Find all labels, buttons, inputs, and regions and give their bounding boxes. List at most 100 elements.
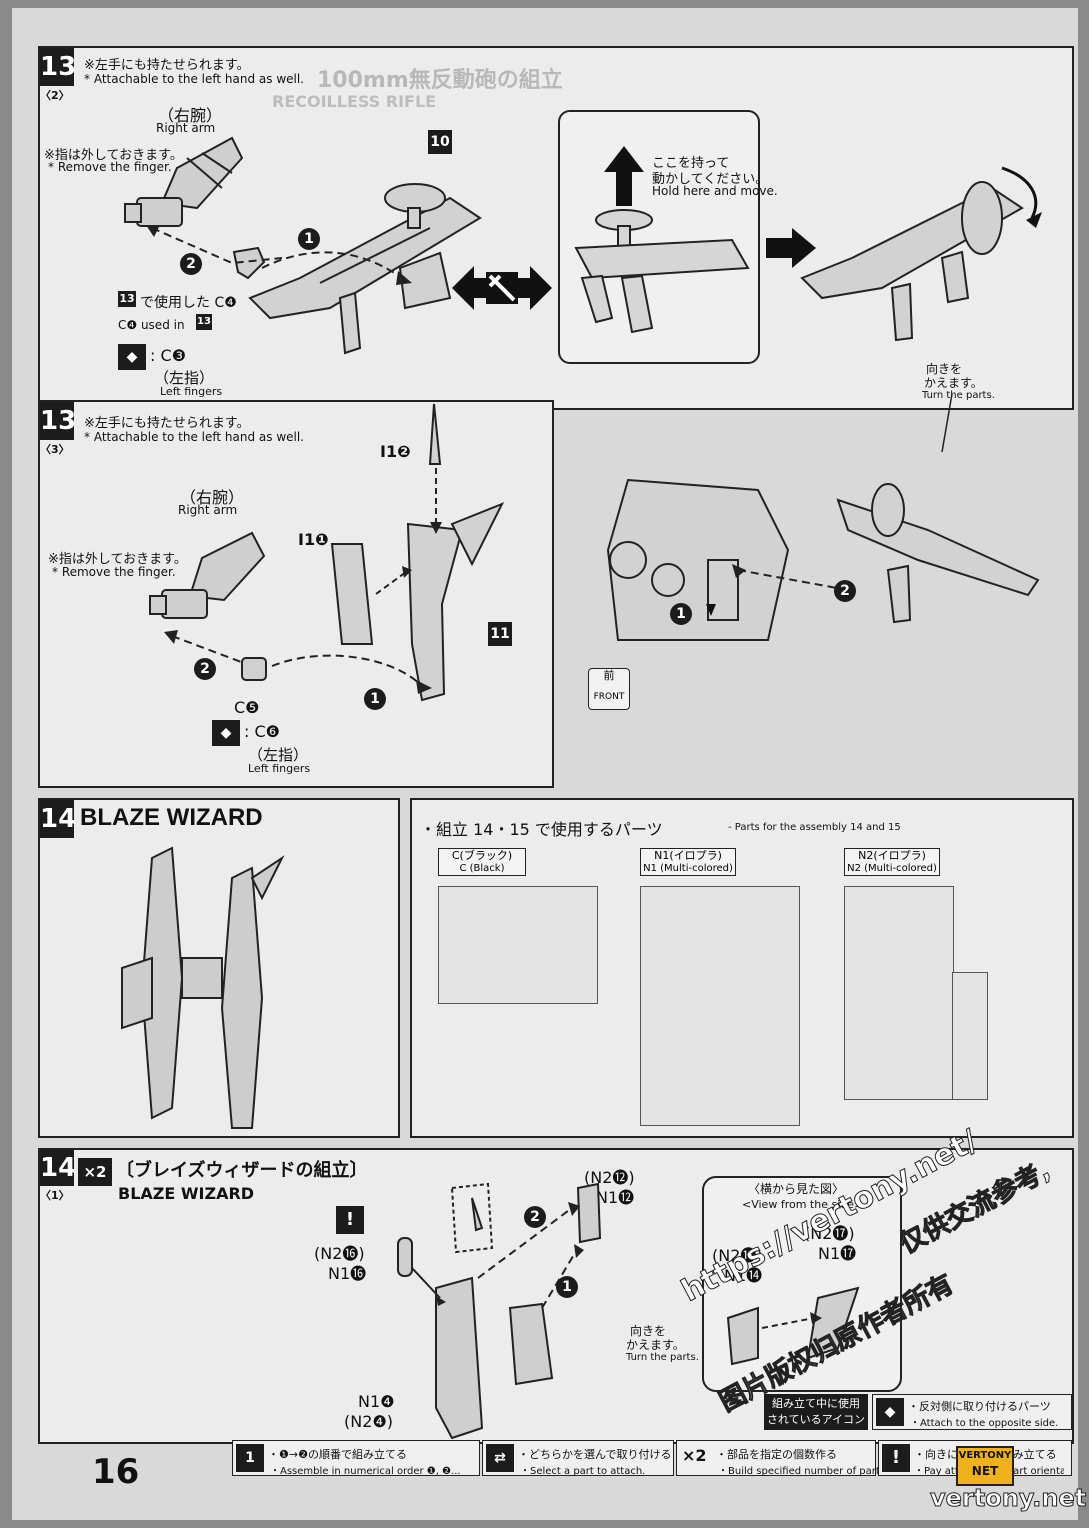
hand-part-c4 (232, 246, 266, 280)
left-fingers-en: Left fingers (160, 385, 223, 398)
faded-title: 100mm無反動砲の組立 (317, 68, 563, 93)
legend-multiplier (676, 1440, 876, 1476)
attach-left-en: * Attachable to the left hand as well. (84, 430, 304, 444)
step-14-1-title-jp: 〔ブレイズウィザードの組立〕 (116, 1160, 368, 1181)
step-number: 13 (40, 48, 76, 86)
label-n2-14: (N2⓮) (712, 1246, 763, 1265)
order-1-badge: 1 (670, 603, 692, 625)
step-13-2-panel (38, 46, 1074, 410)
right-arm-illustration (124, 136, 244, 227)
legend-choose-jp: ・どちらかを選んで取り付ける (518, 1448, 672, 1461)
legend-mult-jp: ・部品を指定の個数作る (716, 1448, 837, 1461)
label-n1-12: N1⓬ (596, 1188, 635, 1207)
right-arm-en: Right arm (156, 121, 216, 135)
substep-number: 〈3〉 (40, 443, 70, 456)
label-n2-17: (N2⓱) (804, 1224, 855, 1243)
right-arm-jp: （右腕） (180, 488, 245, 507)
blaze-wizard-illustration (121, 846, 285, 1129)
turn-parts-en: Turn the parts. (922, 390, 995, 401)
caution-icon: ! (336, 1206, 364, 1234)
front-jp: 前 (603, 669, 615, 682)
right-arm-jp: （右腕） (158, 106, 223, 125)
ref-step-box: 13 (118, 291, 136, 307)
turn-parts-jp-1: 向きを (630, 1324, 667, 1338)
turn-parts-jp-2: かえます。 (924, 376, 983, 390)
legend-choose-en: ・Select a part to attach. (520, 1466, 646, 1477)
opposite-side-icon: ◆ (212, 720, 240, 746)
step-14-1-title-en: BLAZE WIZARD (118, 1184, 255, 1203)
remove-finger-jp: ※指は外しておきます。 (44, 148, 183, 163)
substep-number: 〈2〉 (40, 89, 70, 102)
rifle-rotated-illustration (800, 166, 1042, 342)
side-view-jp: 〈横から見た図〉 (748, 1182, 845, 1196)
parts-heading-jp: ・組立 14・15 で使用するパーツ (420, 820, 663, 839)
attach-left-jp: ※左手にも持たせられます。 (84, 58, 250, 73)
runner-c-label: C(ブラック) C (Black) (438, 848, 526, 876)
left-fingers-jp: （左指） (248, 746, 309, 764)
side-view-illustration (726, 1286, 860, 1366)
runner-c-label-jp: C(ブラック) (451, 849, 513, 862)
legend-seq-jp: ・❶→❷の順番で組み立てる (268, 1448, 407, 1461)
wizard-assembly-illustration (397, 1182, 602, 1440)
runner-n2-label: N2(イロプラ) N2 (Multi-colored) (844, 848, 940, 876)
order-1-badge: 1 (364, 688, 386, 710)
order-1-badge: 1 (556, 1276, 578, 1298)
waist-mount-illustration (606, 478, 1040, 641)
alt-part-c3: : C❸ (150, 346, 186, 365)
left-fingers-en: Left fingers (248, 762, 311, 775)
turn-parts-en: Turn the parts. (626, 1352, 699, 1363)
next-arrow (766, 228, 816, 268)
manual-page: 13 〈2〉 ※左手にも持たせられます。 * Attachable to the… (12, 8, 1087, 1520)
hold-here-jp-1: ここを持って (652, 156, 730, 171)
front-icon: 前 FRONT (588, 668, 630, 710)
label-n2-16: (N2⓰) (314, 1244, 365, 1263)
grip-detail-illustration (574, 209, 750, 334)
attach-left-en: * Attachable to the left hand as well. (84, 72, 304, 86)
step-14-title: BLAZE WIZARD (80, 804, 263, 831)
legend-mid-icon: 組み立て中に使用 されているアイコン (764, 1394, 868, 1430)
front-en: FRONT (593, 692, 625, 702)
order-2-badge: 2 (834, 580, 856, 602)
opposite-side-icon: ◆ (118, 344, 146, 370)
opposite-icon: ◆ (876, 1398, 904, 1426)
used-in-jp: で使用した C❹ (140, 295, 237, 311)
label-n1-16: N1⓰ (328, 1264, 367, 1283)
sequence-icon: 1 (236, 1444, 264, 1472)
multiplier-icon: ×2 (682, 1446, 707, 1465)
up-arrow (604, 146, 644, 206)
parts-heading-en: - Parts for the assembly 14 and 15 (728, 822, 901, 833)
order-2-badge: 2 (524, 1206, 546, 1228)
runner-n1 (640, 886, 800, 1126)
legend-opposite-jp: ・反対側に取り付けるパーツ (908, 1400, 1051, 1413)
runner-n1-label-jp: N1(イロプラ) (654, 849, 722, 862)
choose-one-icon (452, 266, 552, 310)
label-n1-17: N1⓱ (818, 1244, 857, 1263)
legend-choose (482, 1440, 674, 1476)
right-arm-en: Right arm (178, 503, 238, 517)
hold-detail-frame (558, 110, 760, 364)
order-2-badge: 2 (194, 658, 216, 680)
logo-top: VERTONY (958, 1450, 1012, 1461)
left-fingers-jp: （左指） (154, 369, 215, 387)
faded-title-en: RECOILLESS RIFLE (272, 92, 437, 111)
remove-finger-en: * Remove the finger. (52, 565, 176, 579)
hand-part-c5 (241, 657, 267, 681)
legend-opposite-en: ・Attach to the opposite side. (910, 1418, 1059, 1429)
legend-opposite (872, 1394, 1072, 1430)
runner-n2-extension (952, 972, 988, 1100)
page-number: 16 (92, 1452, 140, 1492)
alt-part-c6: : C❻ (244, 722, 280, 741)
hold-here-jp-2: 動かしてください。 (652, 172, 769, 187)
hold-here-en: Hold here and move. (652, 184, 778, 198)
label-n2-12: (N2⓬) (584, 1168, 635, 1187)
step-number: 14 (40, 800, 76, 838)
mid-icon-jp-1: 組み立て中に使用 (772, 1397, 860, 1410)
turn-callout-line (941, 393, 953, 453)
substep-number: 〈1〉 (40, 1189, 70, 1202)
runner-n2-label-en: N2 (Multi-colored) (847, 863, 937, 874)
remove-finger-en: * Remove the finger. (48, 160, 172, 174)
runner-n2 (844, 886, 954, 1100)
turn-parts-jp-1: 向きを (926, 362, 963, 376)
runner-n1-label-en: N1 (Multi-colored) (643, 863, 733, 874)
vertony-logo: VERTONY NET (956, 1446, 1014, 1486)
